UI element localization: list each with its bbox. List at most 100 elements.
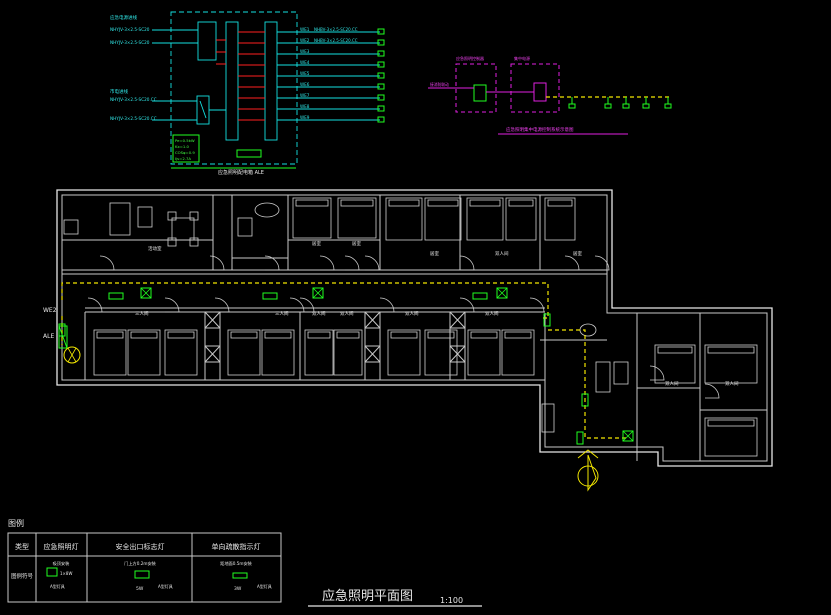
- shaft-cross: [364, 311, 381, 329]
- exit-sign: [576, 431, 584, 445]
- bed: [654, 344, 696, 384]
- pillow: [508, 199, 534, 207]
- door-swing: [209, 255, 225, 271]
- panel-enclosure: [170, 11, 298, 165]
- legend-spec: 5W: [136, 586, 144, 592]
- sofa: [595, 361, 611, 393]
- emergency-light: [312, 287, 324, 299]
- room-label-lounge: 活动室: [148, 245, 162, 252]
- power-unit-box: [510, 63, 560, 113]
- parameter-text: Ijs=2.7A: [175, 156, 191, 161]
- emergency-power-module: [225, 21, 239, 141]
- legend-header: 类型: [15, 542, 29, 551]
- pillow: [340, 199, 374, 207]
- pillow: [470, 331, 498, 339]
- door-swing: [87, 297, 103, 313]
- bed: [544, 197, 576, 241]
- pillow: [657, 346, 693, 354]
- fixture-symbols: [568, 97, 672, 109]
- pillow: [427, 199, 459, 207]
- unit-module: [533, 82, 547, 102]
- room-partitions: [62, 195, 767, 461]
- pillow: [504, 331, 532, 339]
- bed: [501, 329, 535, 376]
- door-swing: [344, 255, 360, 271]
- bed: [127, 329, 161, 376]
- circuit-cable-label: NHBV-3×2.5-SC20.CC: [314, 38, 358, 43]
- emergency-fixtures: [58, 287, 634, 445]
- emergency-light: [140, 287, 152, 299]
- fire-link-label: 接消防联动: [430, 82, 449, 87]
- light-cross: [622, 430, 634, 442]
- drawing-scale: 1:100: [440, 596, 463, 605]
- bed: [261, 329, 295, 376]
- fire-diagram-caption: 应急照明集中电源控制系统示意图: [506, 126, 574, 133]
- panel-mark: [58, 325, 68, 349]
- host-label: 应急照明控制器: [456, 55, 484, 61]
- exit-sign: [543, 313, 551, 327]
- room-label-r3: 居室: [430, 250, 439, 257]
- circuit-id-label: WE5: [300, 71, 310, 76]
- parameter-box: [172, 134, 200, 163]
- control-system-diagram: 应急照明控制器 集中电源 接消防联动 应急照明集中电源控制系统示意图: [428, 55, 672, 135]
- legend-note: A型灯具: [158, 583, 173, 589]
- bed: [387, 329, 421, 376]
- inner-wall: [61, 194, 768, 462]
- bed: [424, 197, 462, 241]
- pillow: [336, 331, 360, 339]
- light-cross: [140, 287, 152, 299]
- pillow: [427, 331, 455, 339]
- circuit-id-label: WE7: [300, 93, 310, 98]
- round-table: [254, 202, 280, 218]
- pillow: [130, 331, 158, 339]
- legend: 图例 类型 应急照明灯 安全出口标志灯 单向疏散指示灯 图例符号 吸顶安装 1×…: [7, 518, 282, 603]
- bed: [704, 344, 758, 384]
- room-label-r8: 双人间: [312, 310, 326, 317]
- room-label-r4: 双人间: [495, 250, 509, 257]
- parameter-text: Kx=1.0: [175, 144, 190, 149]
- room-label-r10: 双人间: [405, 310, 419, 317]
- shaft: [204, 345, 221, 363]
- door-swing: [459, 255, 475, 271]
- room-label-r13: 双人间: [725, 380, 739, 387]
- toilet: [237, 217, 253, 237]
- door-swing: [529, 297, 545, 313]
- control-host-box: [455, 63, 497, 113]
- panel-diagram-caption: 应急照明配电箱 ALE: [218, 169, 264, 176]
- shaft: [204, 311, 221, 329]
- direction-sign: [108, 292, 124, 300]
- emergency-circuit-branch: [548, 329, 628, 439]
- entrance-symbol: [63, 346, 81, 364]
- chair: [167, 211, 177, 221]
- direction-sign: [472, 292, 488, 300]
- bed: [424, 329, 458, 376]
- legend-direction-sign-icon: [232, 572, 248, 579]
- door-swing: [214, 297, 230, 313]
- legend-emergency-light-icon: [46, 567, 58, 577]
- circuit-fixture-symbol: [377, 39, 385, 46]
- light-cross: [496, 287, 508, 299]
- fixture-symbol: [568, 103, 576, 109]
- room-label-r9: 双人间: [340, 310, 354, 317]
- circuit-fixture-symbol: [377, 83, 385, 90]
- emergency-light: [622, 430, 634, 442]
- door-swing: [379, 297, 395, 313]
- direction-sign: [262, 292, 278, 300]
- chair: [167, 237, 177, 247]
- bed: [304, 329, 334, 376]
- bed: [292, 197, 332, 239]
- shaft: [364, 311, 381, 329]
- shaft: [364, 345, 381, 363]
- door-swing: [289, 297, 305, 313]
- parameter-text: Pe=0.5kW: [175, 138, 195, 143]
- legend-note: A型灯具: [257, 583, 272, 589]
- pillow: [390, 331, 418, 339]
- chair: [189, 211, 199, 221]
- room-label-r12: 双人间: [665, 380, 679, 387]
- unit-label: 集中电源: [514, 55, 530, 61]
- emergency-light: [496, 287, 508, 299]
- door-swing: [564, 255, 580, 271]
- legend-header: 安全出口标志灯: [116, 542, 165, 551]
- bed: [164, 329, 198, 376]
